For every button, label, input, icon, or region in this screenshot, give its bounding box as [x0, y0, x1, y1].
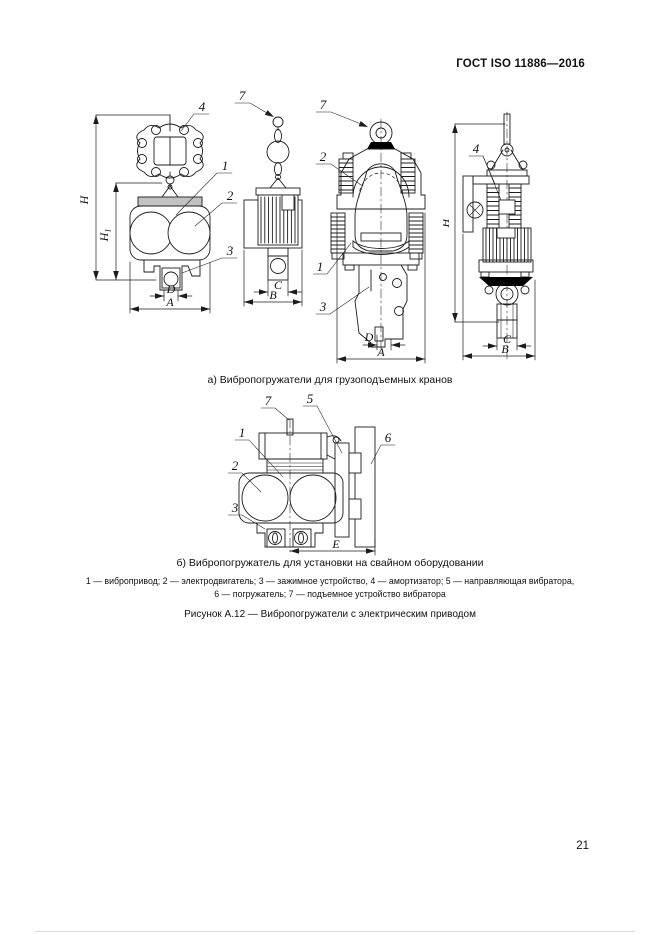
- callouts: 7: [234, 88, 274, 117]
- dim-label-H: H: [78, 194, 91, 205]
- upper-springs: [338, 152, 416, 194]
- page-number: 21: [576, 840, 589, 852]
- dim-label-B: B: [269, 288, 277, 302]
- callout-4: 4: [199, 99, 206, 114]
- figure-title: Рисунок А.12 — Вибропогружатели с электр…: [184, 609, 476, 620]
- drawing-a1-crane-vibrodriver-front: H H1: [78, 99, 238, 314]
- callout-5: 5: [307, 391, 314, 406]
- dimension-E: E: [289, 537, 376, 556]
- dim-label-D: D: [364, 330, 374, 344]
- callout-1: 1: [317, 259, 324, 274]
- drawing-a4-spring-vibrodriver-side: H: [443, 111, 536, 361]
- clamp-column: [267, 247, 289, 281]
- callout-7: 7: [320, 97, 327, 112]
- dimension-A: A: [129, 261, 211, 314]
- dim-label-H1: H1: [97, 229, 113, 243]
- callouts: 7 5 6 1 2 3: [227, 391, 396, 530]
- dim-label-A: A: [165, 295, 174, 309]
- drawing-a2-crane-vibrodriver-side: C B 7: [234, 88, 303, 307]
- callouts: 4: [468, 141, 502, 201]
- scan-artifact-line: [35, 931, 635, 932]
- clamp-feet: [256, 522, 324, 548]
- dim-label-E: E: [331, 537, 340, 551]
- lifting-eye: [367, 121, 395, 149]
- callout-6: 6: [385, 430, 392, 445]
- callout-2: 2: [320, 149, 327, 164]
- clamp-device: [143, 259, 201, 291]
- dimension-D: D: [362, 330, 406, 351]
- callout-1: 1: [239, 425, 246, 440]
- clamp-device: [354, 264, 408, 348]
- dimension-A: A: [336, 212, 426, 364]
- lifting-pin: [286, 418, 294, 436]
- dim-label-A: A: [376, 345, 385, 359]
- callouts: 4 1 2 3: [175, 99, 238, 274]
- body: [462, 175, 534, 278]
- guide-and-mast: [334, 426, 376, 548]
- dimension-C: C: [482, 332, 532, 351]
- lifting-chain: [266, 116, 290, 189]
- dimension-B: B: [462, 233, 536, 361]
- callout-4: 4: [473, 141, 480, 156]
- dimension-B: B: [243, 249, 303, 307]
- clamp-device: [479, 277, 533, 339]
- callout-3: 3: [231, 500, 239, 515]
- callout-2: 2: [232, 458, 239, 473]
- dim-label-C: C: [274, 278, 283, 292]
- figure-b-caption: б) Вибропогружатель для установки на сва…: [176, 557, 484, 569]
- dimension-H: H: [443, 123, 506, 323]
- callout-7: 7: [239, 88, 246, 103]
- callout-7: 7: [265, 393, 272, 408]
- dimension-D: D: [149, 282, 193, 302]
- laminated-plates: [266, 458, 324, 474]
- figure-a-caption: а) Вибропогружатели для грузоподъемных к…: [207, 374, 453, 386]
- callout-1: 1: [222, 158, 229, 173]
- motor-body: [243, 187, 303, 249]
- callout-3: 3: [319, 299, 327, 314]
- lower-spring-packs: [330, 212, 424, 260]
- legend-line-1: 1 — вибропривод; 2 — электродвигатель; 3…: [85, 576, 575, 586]
- callout-2: 2: [227, 188, 234, 203]
- document-header: ГОСТ ISO 11886—2016: [456, 58, 585, 70]
- legend-line-2: 6 — погружатель; 7 — подъемное устройств…: [214, 589, 446, 599]
- dim-label-D: D: [166, 282, 176, 296]
- dim-label-C: C: [503, 332, 512, 346]
- callouts: 7 2 1 3: [313, 97, 370, 315]
- drawing-a3-spring-vibrodriver-front: D A 7 2 1 3: [313, 97, 426, 364]
- shock-absorber: [136, 114, 204, 179]
- drawing-b-pile-mounted-vibrodriver: E 7 5 6 1 2 3: [227, 391, 396, 556]
- figure-legend: 1 — вибропривод; 2 — электродвигатель; 3…: [30, 575, 630, 601]
- suspension-link: [161, 171, 179, 198]
- vibrodriver-body: [238, 472, 344, 524]
- dimension-H: H: [78, 114, 171, 281]
- dimension-C: C: [253, 278, 303, 297]
- dim-label-B: B: [501, 342, 509, 356]
- vibrodriver-body: [129, 196, 211, 261]
- callout-3: 3: [226, 243, 234, 258]
- top-cylinder: [258, 432, 342, 460]
- dim-label-H: H: [443, 217, 452, 228]
- dimension-H1: H1: [97, 182, 163, 281]
- vibrator-body: [342, 163, 420, 271]
